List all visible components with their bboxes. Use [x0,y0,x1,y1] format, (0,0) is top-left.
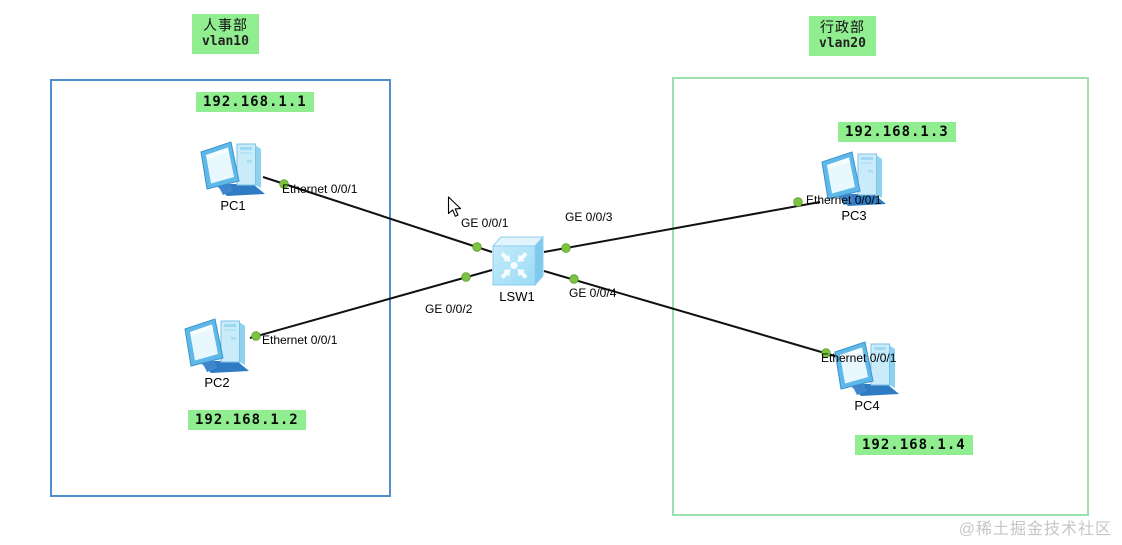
device-lsw1[interactable]: LSW1 [490,234,545,304]
port-status-dot [821,348,831,358]
group-box-admin-vlan20 [672,77,1089,516]
port-label: GE 0/0/2 [425,302,473,316]
group-vlan-admin: vlan20 [819,36,866,52]
mouse-cursor-icon [447,196,462,217]
port-status-dot [569,274,579,284]
port-label: GE 0/0/3 [565,210,613,224]
port-label: Ethernet 0/0/1 [282,182,358,196]
ip-label-4[interactable]: 192.168.1.4 [855,435,973,455]
group-label-hr[interactable]: 人事部 vlan10 [192,14,259,55]
link-pc1-lsw1[interactable] [262,176,493,253]
pc-icon [821,151,886,206]
device-pc2[interactable]: PC2 [181,317,253,390]
device-label-pc2: PC2 [204,375,230,390]
device-label-pc4: PC4 [854,398,880,413]
device-label-pc1: PC1 [220,198,246,213]
group-title-hr: 人事部 [202,17,248,33]
link-lsw1-pc3[interactable] [543,201,821,253]
link-pc2-lsw1[interactable] [249,269,493,339]
link-lsw1-pc4[interactable] [543,270,836,357]
pc-icon [200,141,265,196]
device-pc3[interactable]: PC3 [818,150,890,223]
group-box-hr-vlan10 [50,79,391,497]
ip-label-2[interactable]: 192.168.1.2 [188,410,306,430]
pc-icon [834,341,899,396]
port-status-dot [561,243,571,253]
port-label: GE 0/0/1 [461,216,509,230]
device-pc4[interactable]: PC4 [831,340,903,413]
ip-label-1[interactable]: 192.168.1.1 [196,92,314,112]
port-status-dot [472,242,482,252]
device-label-lsw1: LSW1 [499,289,535,304]
device-pc1[interactable]: PC1 [197,140,269,213]
switch-icon [491,235,545,287]
device-label-pc3: PC3 [841,208,867,223]
port-status-dot [461,272,471,282]
watermark-text: @稀土掘金技术社区 [958,521,1112,538]
group-label-admin[interactable]: 行政部 vlan20 [809,16,876,57]
port-status-dot [251,331,261,341]
pc-icon [184,318,249,373]
port-label: Ethernet 0/0/1 [262,333,338,347]
port-label: Ethernet 0/0/1 [821,351,897,365]
port-status-dot [279,179,289,189]
ip-label-3[interactable]: 192.168.1.3 [838,122,956,142]
port-label: Ethernet 0/0/1 [806,193,882,207]
port-status-dot [793,197,803,207]
port-label: GE 0/0/4 [569,286,617,300]
group-title-admin: 行政部 [819,19,865,35]
group-vlan-hr: vlan10 [202,34,249,50]
